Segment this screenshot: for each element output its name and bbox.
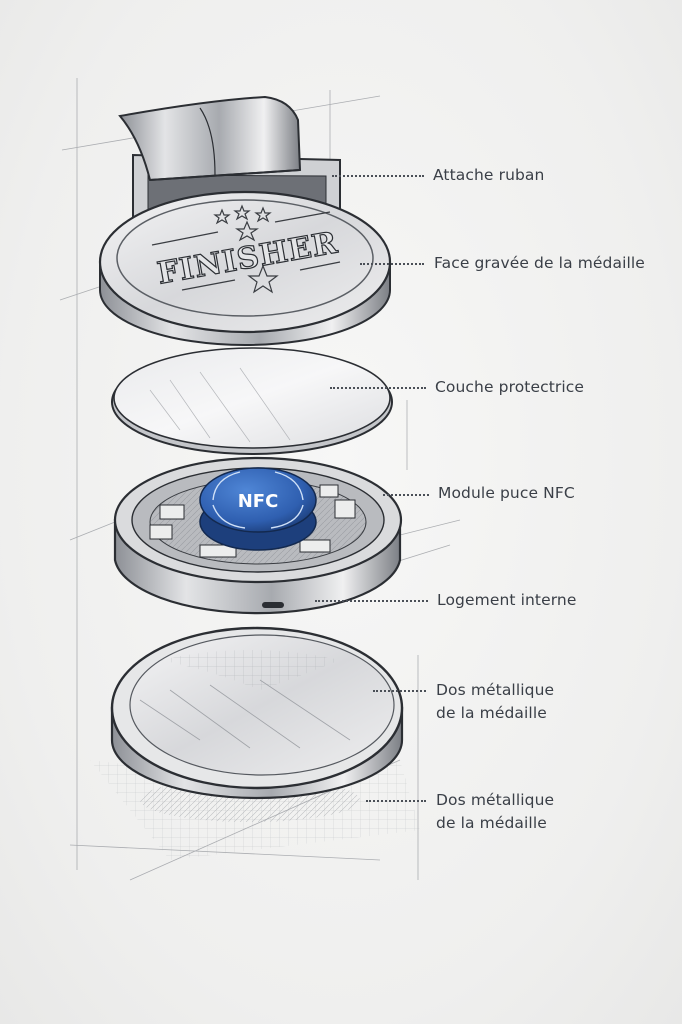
leader-protective [330, 387, 426, 389]
leader-back-2 [366, 800, 426, 802]
label-nfc-chip-module: Module puce NFC [438, 484, 575, 502]
nfc-chip-part: NFC [199, 467, 317, 551]
engraved-face-part: FINISHER [98, 190, 392, 346]
leader-ribbon [332, 175, 424, 177]
nfc-chip-text: NFC [238, 491, 279, 512]
label-metal-back-1: Dos métallique de la médaille [436, 679, 554, 725]
metal-back-part [110, 626, 404, 800]
leader-face [360, 263, 424, 265]
leader-housing [315, 600, 428, 602]
protective-layer-part [111, 347, 393, 455]
label-metal-back-2-line2: de la médaille [436, 814, 547, 832]
label-metal-back-2: Dos métallique de la médaille [436, 789, 554, 835]
label-protective-layer: Couche protectrice [435, 378, 585, 396]
label-metal-back-2-line1: Dos métallique [436, 791, 555, 809]
label-ribbon-attachment: Attache ruban [433, 166, 545, 184]
label-metal-back-1-line1: Dos métallique [436, 681, 555, 699]
leader-back-1 [373, 690, 426, 692]
label-engraved-face: Face gravée de la médaille [434, 254, 645, 272]
label-internal-housing: Logement interne [437, 591, 577, 609]
leader-nfc [383, 494, 429, 496]
label-metal-back-1-line2: de la médaille [436, 704, 547, 722]
